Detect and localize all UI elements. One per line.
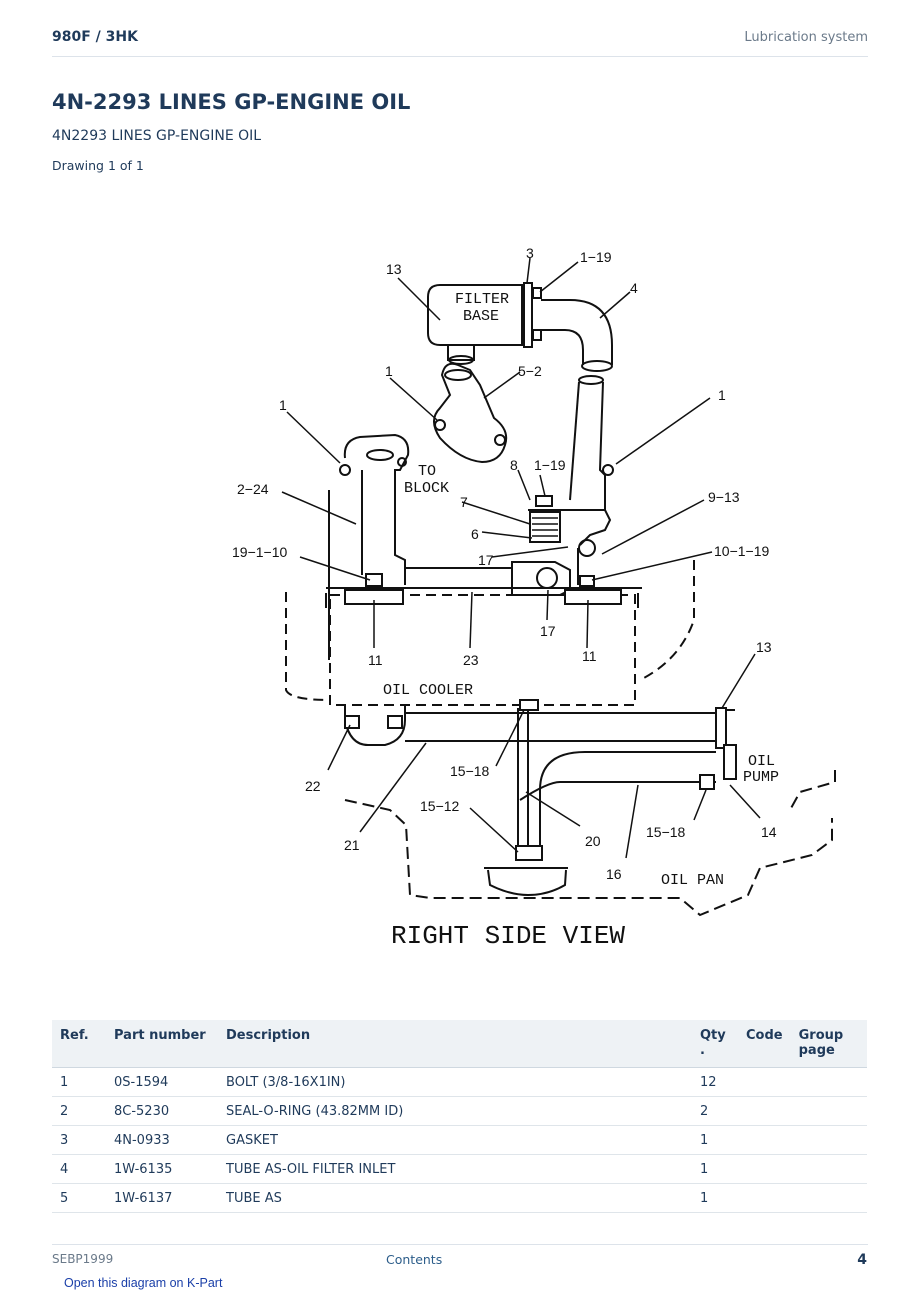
cell-description: BOLT (3/8-16X1IN): [218, 1067, 692, 1097]
kpart-link[interactable]: Open this diagram on K-Part: [64, 1276, 223, 1290]
cell-code: [738, 1154, 791, 1184]
cell-part-number: 1W-6137: [106, 1183, 218, 1213]
table-row: 4 1W-6135 TUBE AS-OIL FILTER INLET 1: [52, 1154, 867, 1184]
cell-group-page: [790, 1154, 867, 1184]
cell-qty: 1: [692, 1125, 738, 1155]
cell-description: TUBE AS-OIL FILTER INLET: [218, 1154, 692, 1184]
col-description: Description: [218, 1020, 692, 1068]
callout-label: 15−18: [450, 763, 490, 779]
callout-label: 19−1−10: [232, 544, 287, 560]
callout-label: 17: [478, 552, 494, 568]
callout-label: 1−19: [580, 249, 612, 265]
table-row: 3 4N-0933 GASKET 1: [52, 1125, 867, 1155]
callout-label: 11: [368, 652, 383, 668]
callout-label: 13: [756, 639, 772, 655]
page-subtitle: 4N2293 LINES GP-ENGINE OIL: [52, 128, 262, 144]
drawing-count: Drawing 1 of 1: [52, 158, 144, 173]
table-header-row: Ref. Part number Description Qty . Code …: [52, 1020, 867, 1068]
cell-part-number: 8C-5230: [106, 1096, 218, 1126]
cell-code: [738, 1125, 791, 1155]
callout-label: 20: [585, 833, 601, 849]
footer-divider: [52, 1244, 868, 1245]
oil-cooler-label: OIL COOLER: [383, 682, 473, 699]
cell-part-number: 0S-1594: [106, 1067, 218, 1097]
cell-ref: 2: [52, 1096, 106, 1126]
callout-label: 14: [761, 824, 777, 840]
col-group-page: Group page: [790, 1020, 867, 1068]
cell-code: [738, 1183, 791, 1213]
cell-group-page: [790, 1183, 867, 1213]
callout-label: 2−24: [237, 481, 269, 497]
callout-label: 16: [606, 866, 622, 882]
to-block-label: BLOCK: [404, 480, 449, 497]
callout-label: 7: [460, 494, 468, 510]
callout-label: 17: [540, 623, 556, 639]
col-ref: Ref.: [52, 1020, 106, 1068]
cell-ref: 4: [52, 1154, 106, 1184]
cell-group-page: [790, 1096, 867, 1126]
cell-description: GASKET: [218, 1125, 692, 1155]
cell-qty: 12: [692, 1067, 738, 1097]
callout-label: 6: [471, 526, 479, 542]
callout-label: 1−19: [534, 457, 566, 473]
page-header: 980F / 3HK Lubrication system: [52, 22, 868, 57]
cell-code: [738, 1067, 791, 1097]
parts-table: Ref. Part number Description Qty . Code …: [52, 1020, 867, 1213]
page-title: 4N-2293 LINES GP-ENGINE OIL: [52, 90, 411, 114]
callout-label: 11: [582, 648, 597, 664]
table-row: 2 8C-5230 SEAL-O-RING (43.82MM ID) 2: [52, 1096, 867, 1126]
cell-description: TUBE AS: [218, 1183, 692, 1213]
callout-label: 1: [718, 387, 726, 403]
callout-label: 3: [526, 245, 534, 261]
cell-description: SEAL-O-RING (43.82MM ID): [218, 1096, 692, 1126]
callout-label: 1: [385, 363, 393, 379]
callout-label: 5−2: [518, 363, 542, 379]
callout-label: 15−12: [420, 798, 460, 814]
to-block-label: TO: [418, 463, 436, 480]
view-label: RIGHT SIDE VIEW: [391, 921, 625, 951]
cell-qty: 2: [692, 1096, 738, 1126]
cell-ref: 1: [52, 1067, 106, 1097]
document-number: SEBP1999: [52, 1252, 114, 1266]
cell-qty: 1: [692, 1154, 738, 1184]
contents-link[interactable]: Contents: [386, 1252, 443, 1267]
page-number: 4: [857, 1252, 867, 1268]
cell-part-number: 1W-6135: [106, 1154, 218, 1184]
cell-ref: 5: [52, 1183, 106, 1213]
callout-label: 23: [463, 652, 479, 668]
cell-group-page: [790, 1125, 867, 1155]
section-name: Lubrication system: [744, 30, 868, 45]
oil-pump-label: PUMP: [743, 769, 779, 786]
callout-label: 9−13: [708, 489, 740, 505]
col-code: Code: [738, 1020, 791, 1068]
col-part-number: Part number: [106, 1020, 218, 1068]
cell-group-page: [790, 1067, 867, 1097]
filter-base-label: FILTER: [455, 291, 509, 308]
cell-code: [738, 1096, 791, 1126]
filter-base-label: BASE: [463, 308, 499, 325]
cell-qty: 1: [692, 1183, 738, 1213]
cell-ref: 3: [52, 1125, 106, 1155]
callout-label: 21: [344, 837, 360, 853]
callout-label: 15−18: [646, 824, 686, 840]
col-qty: Qty .: [692, 1020, 738, 1068]
callout-label: 4: [630, 280, 638, 296]
callout-label: 10−1−19: [714, 543, 769, 559]
oil-pan-label: OIL PAN: [661, 872, 724, 889]
callout-label: 8: [510, 457, 518, 473]
machine-model: 980F / 3HK: [52, 29, 138, 45]
callout-label: 13: [386, 261, 402, 277]
callout-label: 1: [279, 397, 287, 413]
table-row: 5 1W-6137 TUBE AS 1: [52, 1183, 867, 1213]
cell-part-number: 4N-0933: [106, 1125, 218, 1155]
oil-pump-label: OIL: [748, 753, 775, 770]
table-row: 1 0S-1594 BOLT (3/8-16X1IN) 12: [52, 1067, 867, 1097]
callout-label: 22: [305, 778, 321, 794]
parts-diagram: 3 1−19 13 4 5−2 1 1 1 8 1−19 2−24 7 9−13…: [0, 190, 920, 990]
